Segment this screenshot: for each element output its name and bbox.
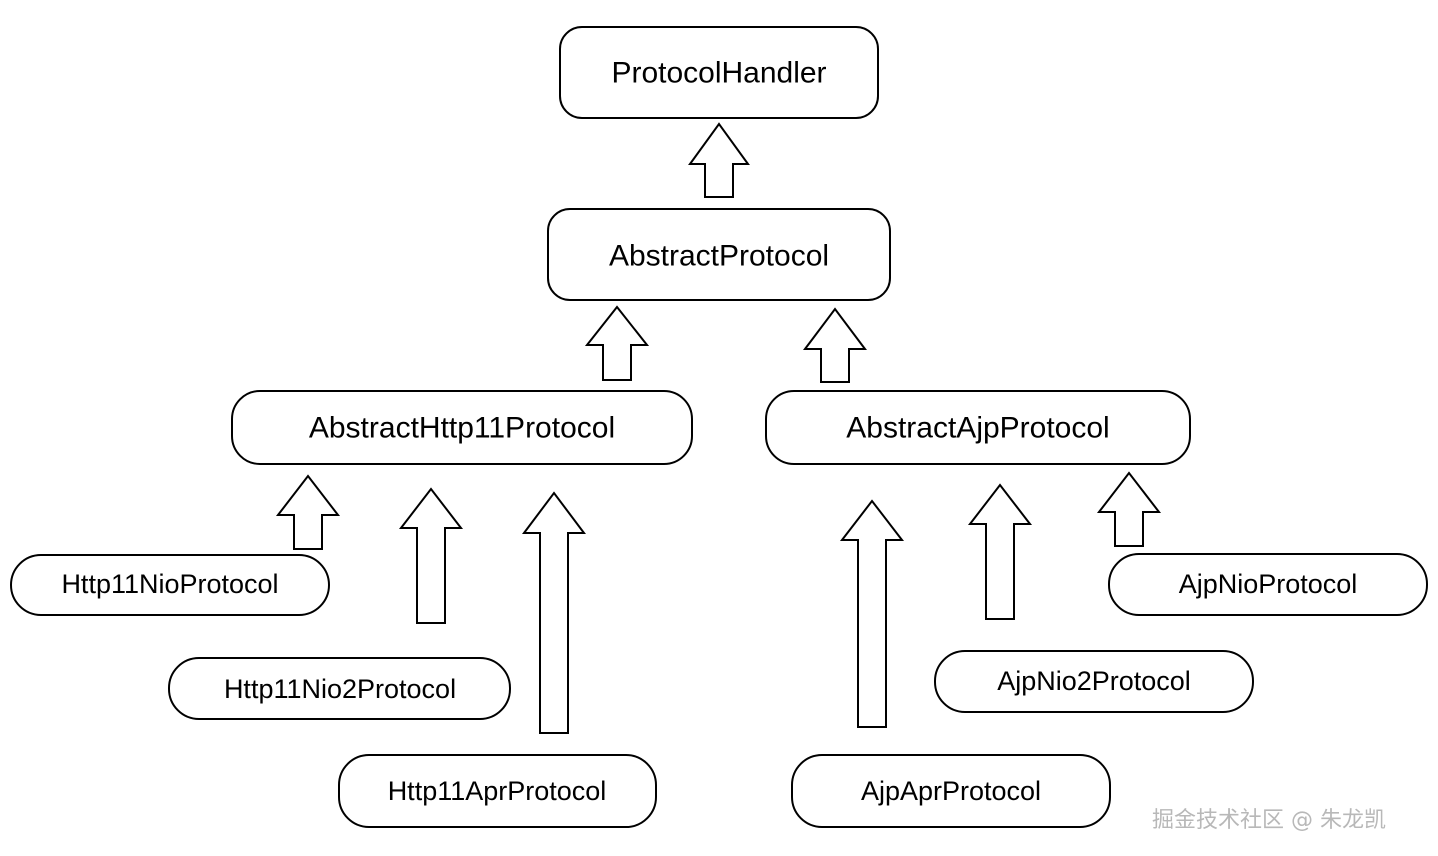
node-abstract-http11-protocol: AbstractHttp11Protocol: [231, 390, 693, 465]
node-label: Http11NioProtocol: [61, 569, 278, 599]
node-label: Http11AprProtocol: [388, 776, 607, 806]
node-ajp-nio2-protocol: AjpNio2Protocol: [934, 650, 1254, 713]
arrow-ajp-apr-to-abstract-ajp: [839, 499, 905, 728]
node-label: AjpAprProtocol: [861, 776, 1041, 806]
node-http11-nio2-protocol: Http11Nio2Protocol: [168, 657, 511, 720]
node-label: AbstractProtocol: [609, 240, 829, 273]
node-ajp-apr-protocol: AjpAprProtocol: [791, 754, 1111, 828]
arrow-http11-nio2-to-abstract-http11: [398, 487, 464, 624]
node-label: Http11Nio2Protocol: [224, 674, 456, 704]
node-protocol-handler: ProtocolHandler: [559, 26, 879, 119]
node-label: AbstractHttp11Protocol: [309, 412, 615, 445]
arrow-http11-apr-to-abstract-http11: [522, 491, 586, 734]
node-http11-apr-protocol: Http11AprProtocol: [338, 754, 657, 828]
node-label: AbstractAjpProtocol: [846, 412, 1109, 445]
arrow-ajp-nio-to-abstract-ajp: [1096, 471, 1162, 547]
node-abstract-ajp-protocol: AbstractAjpProtocol: [765, 390, 1191, 465]
node-http11-nio-protocol: Http11NioProtocol: [10, 554, 330, 616]
node-label: AjpNio2Protocol: [997, 666, 1191, 696]
arrow-http11-nio-to-abstract-http11: [275, 474, 341, 550]
arrow-abstract-protocol-to-protocol-handler: [688, 122, 750, 198]
arrow-ajp-nio2-to-abstract-ajp: [967, 483, 1033, 620]
node-ajp-nio-protocol: AjpNioProtocol: [1108, 553, 1428, 616]
arrow-abstract-http11-to-abstract-protocol: [584, 305, 650, 381]
arrow-abstract-ajp-to-abstract-protocol: [803, 307, 867, 383]
watermark: 掘金技术社区 @ 朱龙凯: [1152, 808, 1386, 833]
node-abstract-protocol: AbstractProtocol: [547, 208, 891, 301]
node-label: ProtocolHandler: [611, 57, 826, 90]
node-label: AjpNioProtocol: [1179, 569, 1358, 599]
